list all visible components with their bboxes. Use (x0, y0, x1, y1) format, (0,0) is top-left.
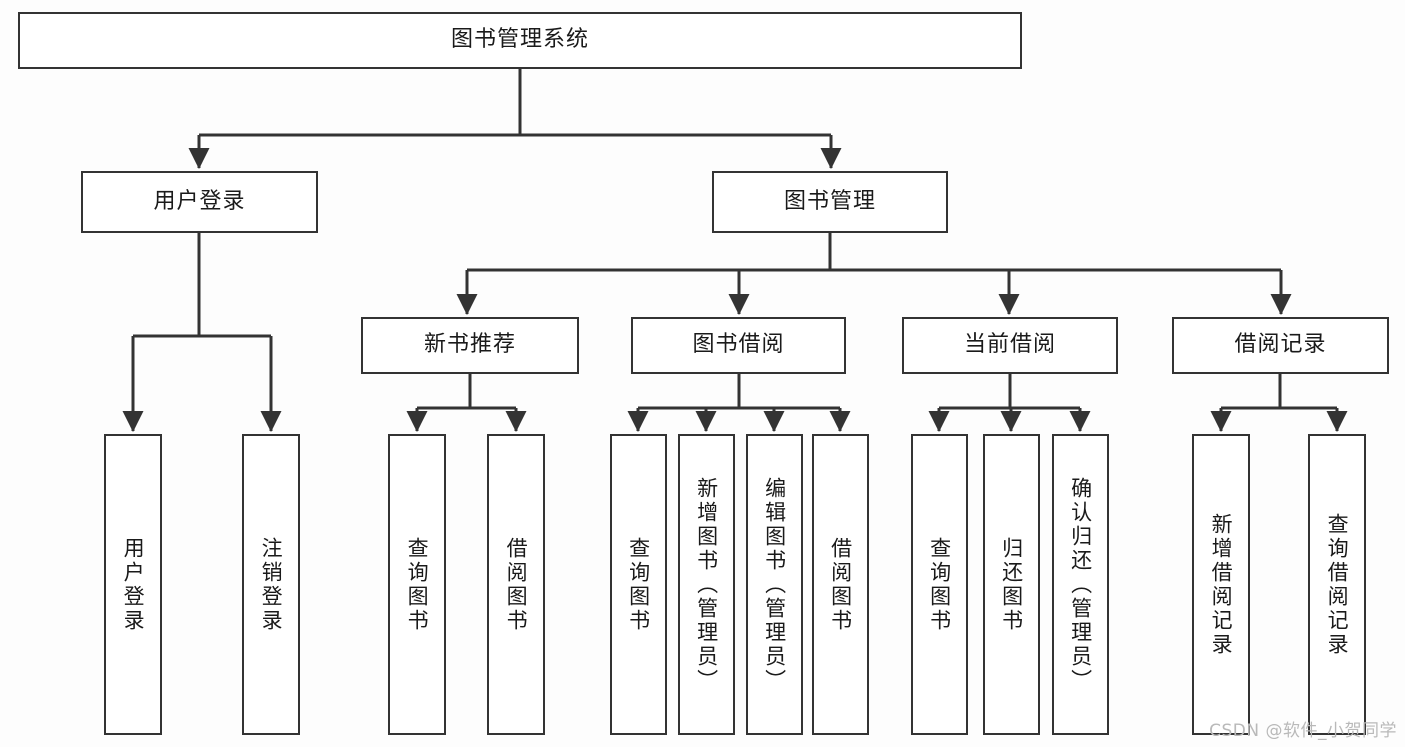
node-leaf-borrow-book-1[interactable]: 借阅图书 (487, 434, 545, 735)
node-leaf-confirm-return[interactable]: 确认归还（管理员） (1052, 434, 1109, 735)
node-borrow-record-label: 借阅记录 (1234, 332, 1327, 358)
node-book-borrow-label: 图书借阅 (692, 332, 785, 358)
node-leaf-confirm-return-label: 确认归还（管理员） (1068, 476, 1093, 693)
node-leaf-query-book-3[interactable]: 查询图书 (911, 434, 968, 735)
node-user-login[interactable]: 用户登录 (81, 171, 318, 233)
node-root-label: 图书管理系统 (450, 27, 589, 53)
node-leaf-user-login-label: 用户登录 (121, 536, 146, 633)
node-leaf-borrow-book-2[interactable]: 借阅图书 (812, 434, 869, 735)
node-leaf-edit-book[interactable]: 编辑图书（管理员） (746, 434, 803, 735)
node-current-borrow-label: 当前借阅 (963, 332, 1056, 358)
node-current-borrow[interactable]: 当前借阅 (902, 317, 1118, 374)
node-leaf-query-book-2[interactable]: 查询图书 (610, 434, 667, 735)
node-leaf-query-book-1[interactable]: 查询图书 (388, 434, 446, 735)
node-leaf-query-book-2-label: 查询图书 (626, 536, 651, 633)
node-leaf-user-login[interactable]: 用户登录 (104, 434, 162, 735)
node-leaf-user-logout[interactable]: 注销登录 (242, 434, 300, 735)
node-book-manage-label: 图书管理 (783, 188, 876, 214)
node-leaf-query-book-3-label: 查询图书 (927, 536, 952, 633)
node-leaf-query-record-label: 查询借阅记录 (1325, 512, 1350, 657)
node-new-book-rec[interactable]: 新书推荐 (361, 317, 579, 374)
node-leaf-add-book[interactable]: 新增图书（管理员） (678, 434, 735, 735)
node-leaf-query-book-1-label: 查询图书 (405, 536, 430, 633)
node-leaf-user-logout-label: 注销登录 (259, 536, 284, 633)
node-leaf-return-book-label: 归还图书 (999, 536, 1024, 633)
node-borrow-record[interactable]: 借阅记录 (1172, 317, 1389, 374)
watermark: CSDN @软件_小贺同学 (1209, 721, 1397, 741)
node-book-manage[interactable]: 图书管理 (712, 171, 948, 233)
node-book-borrow[interactable]: 图书借阅 (631, 317, 846, 374)
node-leaf-borrow-book-1-label: 借阅图书 (504, 536, 529, 633)
node-leaf-add-record[interactable]: 新增借阅记录 (1192, 434, 1250, 735)
node-leaf-add-record-label: 新增借阅记录 (1209, 512, 1234, 657)
node-new-book-rec-label: 新书推荐 (423, 332, 516, 358)
node-leaf-query-record[interactable]: 查询借阅记录 (1308, 434, 1366, 735)
node-root[interactable]: 图书管理系统 (18, 12, 1022, 69)
node-leaf-add-book-label: 新增图书（管理员） (694, 476, 719, 693)
node-leaf-edit-book-label: 编辑图书（管理员） (762, 476, 787, 693)
node-user-login-label: 用户登录 (153, 188, 246, 214)
node-leaf-return-book[interactable]: 归还图书 (983, 434, 1040, 735)
node-leaf-borrow-book-2-label: 借阅图书 (828, 536, 853, 633)
